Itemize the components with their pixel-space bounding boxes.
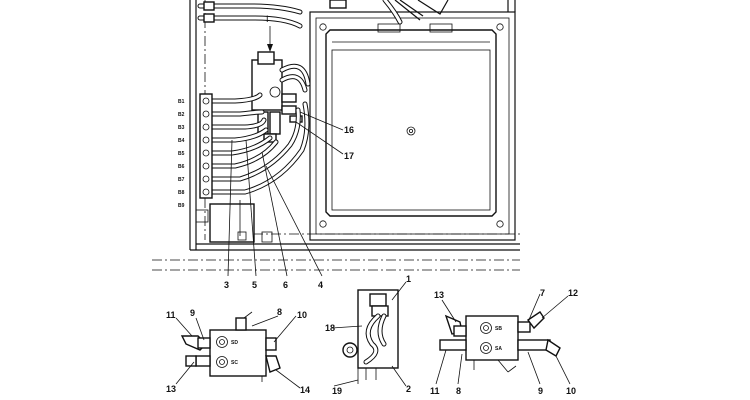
- callout-14: 14: [300, 385, 310, 395]
- port-label-sd: SD: [231, 340, 238, 346]
- callout-7: 7: [540, 288, 545, 298]
- detail-middle-bracket: 1 18 19 2: [325, 274, 411, 396]
- callout-8: 8: [277, 307, 282, 317]
- callout-11: 11: [166, 310, 176, 320]
- callout-9-right: 9: [538, 386, 543, 396]
- port-label-group: B1 B2 B3 B4 B5 B6 B7 B8 B9: [178, 99, 185, 209]
- port-label-sb: SB: [495, 326, 502, 332]
- callout-5: 5: [252, 280, 257, 290]
- callout-18: 18: [325, 323, 335, 333]
- detail-right-valve: SB SA 13 7 12 11 8 9 10: [430, 288, 578, 396]
- callout-8-right: 8: [456, 386, 461, 396]
- callout-10: 10: [297, 310, 307, 320]
- callout-4: 4: [318, 280, 323, 290]
- port-label-b8: B8: [178, 190, 185, 196]
- port-label-sa: SA: [495, 346, 502, 352]
- callout-19: 19: [332, 386, 342, 396]
- callout-2: 2: [406, 384, 411, 394]
- port-label-b5: B5: [178, 151, 185, 157]
- callout-9: 9: [190, 308, 195, 318]
- callout-10-right: 10: [566, 386, 576, 396]
- manifold-hoses: [209, 63, 311, 195]
- port-label-b4: B4: [178, 138, 185, 144]
- callout-1: 1: [406, 274, 411, 284]
- callout-16: 16: [344, 125, 354, 135]
- detail-left-valve: SD SC 11 9 8 10 13 14: [166, 307, 310, 395]
- callout-6: 6: [283, 280, 288, 290]
- callout-13-right: 13: [434, 290, 444, 300]
- port-label-b3: B3: [178, 125, 185, 131]
- view-marker: I: [266, 14, 269, 24]
- callout-17: 17: [344, 151, 354, 161]
- port-label-b6: B6: [178, 164, 185, 170]
- port-label-b9: B9: [178, 203, 185, 209]
- main-assembly-view: B1 B2 B3 B4 B5 B6 B7 B8 B9 I 16 17 3 5 6…: [152, 0, 520, 290]
- callout-13: 13: [166, 384, 176, 394]
- port-label-b2: B2: [178, 112, 185, 118]
- callout-12: 12: [568, 288, 578, 298]
- port-label-b1: B1: [178, 99, 185, 105]
- port-label-b7: B7: [178, 177, 185, 183]
- port-label-sc: SC: [231, 360, 238, 366]
- callout-11-right: 11: [430, 386, 440, 396]
- b-fittings: [202, 97, 210, 196]
- callout-3: 3: [224, 280, 229, 290]
